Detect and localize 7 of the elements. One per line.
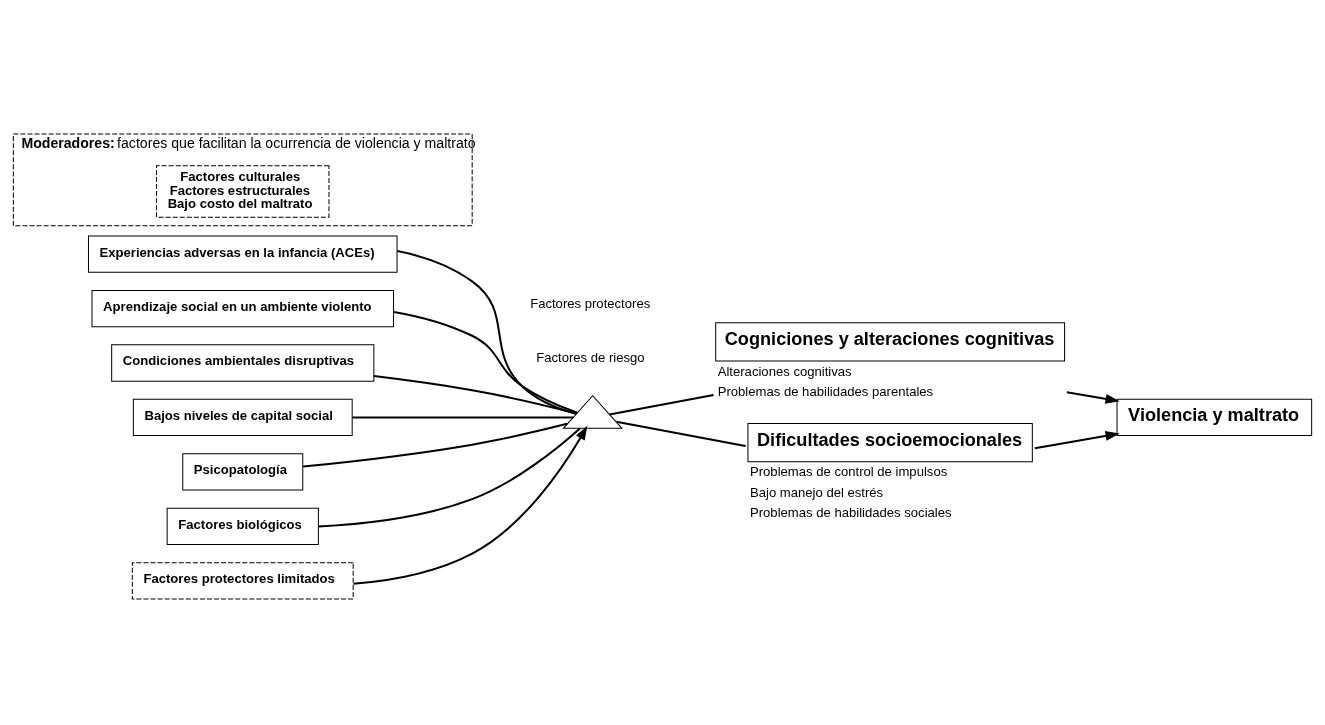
node-label: Factores de riesgo [536, 350, 645, 366]
node-label: Problemas de habilidades sociales [749, 504, 952, 520]
node-label: Problemas de control de impulsos [749, 464, 948, 480]
node-label: Bajo manejo del estrés [749, 484, 884, 500]
node-label: Problemas de habilidades parentales [717, 383, 934, 399]
node-label: Factores protectores [530, 295, 651, 311]
node-label: Alteraciones cognitivas [717, 363, 852, 379]
